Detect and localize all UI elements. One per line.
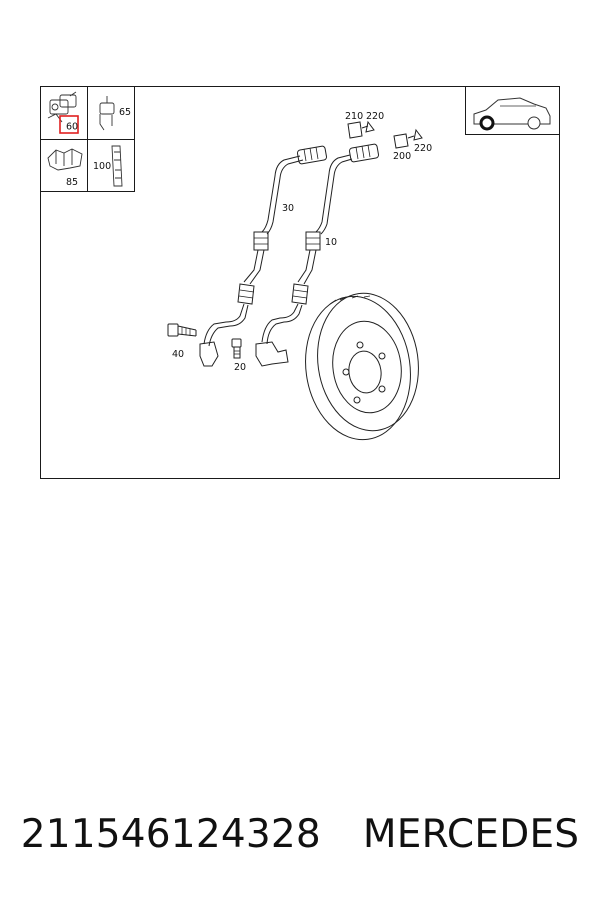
car-side-icon [465,86,560,135]
bolt-part-40[interactable] [167,323,197,337]
brake-disc [305,292,419,441]
thumbnail-grid [40,86,135,192]
label-40: 40 [172,349,184,360]
thumbnail-part-100[interactable]: 100 [93,145,123,187]
label-100: 100 [93,161,111,172]
label-10: 10 [325,237,337,248]
thumbnail-part-60[interactable]: 60 [47,91,79,134]
label-60: 60 [66,122,78,133]
screw-part-20[interactable] [231,338,242,359]
label-200: 200 [393,151,411,162]
label-85: 85 [66,177,78,188]
parts-diagram: 60 65 85 100 [40,86,560,479]
connector-part-210[interactable] [347,120,375,139]
diagram-frame [40,86,560,479]
part-number: 211546124328 [20,811,321,857]
thumbnail-part-65[interactable]: 65 [99,96,131,131]
highlight-box [59,115,79,134]
caption: 211546124328 MERCEDES [0,804,600,864]
thumbnail-part-85[interactable]: 85 [47,148,83,188]
label-30: 30 [282,203,294,214]
label-210: 210 [345,111,363,122]
connector-part-200[interactable] [393,128,423,149]
brand-name: MERCEDES [362,811,580,857]
label-220a: 220 [366,111,384,122]
wear-sensor-cable-10[interactable] [255,143,380,367]
label-65: 65 [119,107,131,118]
wear-sensor-cable-30[interactable] [199,145,328,367]
label-20: 20 [234,362,246,373]
label-220b: 220 [414,143,432,154]
